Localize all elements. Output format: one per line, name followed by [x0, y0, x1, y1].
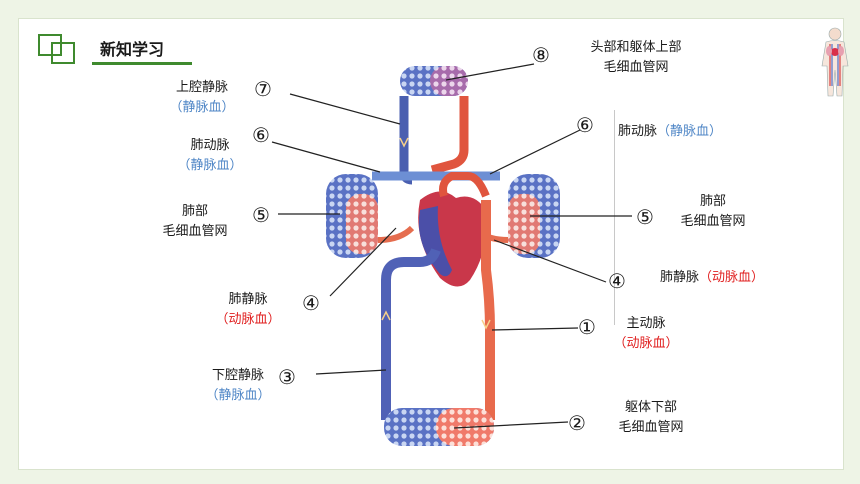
- upper-body-artery: [430, 96, 469, 175]
- label-pv-left-blood: （动脉血）: [215, 312, 281, 327]
- label-ivc-blood: （静脉血）: [205, 388, 271, 403]
- header-squares-icon: [38, 34, 75, 64]
- label-pa-right-blood: （静脉血）: [657, 124, 723, 139]
- label-pv-right-blood: （动脉血）: [699, 270, 765, 285]
- label-left-lung-line1: 肺部: [181, 204, 208, 219]
- label-number-2: ②: [568, 411, 586, 435]
- label-number-5-right: ⑤: [636, 205, 654, 229]
- leader-lines: [271, 63, 632, 429]
- label-number-4-right: ④: [608, 269, 626, 293]
- label-head-capillary: 头部和躯体上部 毛细血管网: [572, 38, 700, 78]
- label-number-5-left: ⑤: [252, 203, 270, 227]
- label-number-6-right: ⑥: [576, 113, 594, 137]
- label-pulmonary-artery-left: 肺动脉 （静脉血）: [168, 136, 252, 176]
- label-pulmonary-vein-left: 肺静脉 （动脉血）: [206, 290, 290, 330]
- label-lower-capillary: 躯体下部 毛细血管网: [606, 398, 696, 438]
- label-svc-blood: （静脉血）: [169, 100, 235, 115]
- label-superior-vena-cava: 上腔静脉 （静脉血）: [160, 78, 244, 118]
- label-number-7: ⑦: [254, 77, 272, 101]
- label-lower-capillary-line1: 躯体下部: [624, 400, 677, 415]
- label-aorta: 主动脉 （动脉血）: [606, 314, 686, 354]
- label-right-lung: 肺部 毛细血管网: [668, 192, 758, 232]
- label-pv-left-name: 肺静脉: [228, 292, 268, 307]
- label-pulmonary-vein-right: 肺静脉（动脉血）: [660, 268, 764, 288]
- label-right-lung-line2: 毛细血管网: [680, 214, 746, 229]
- label-lower-capillary-line2: 毛细血管网: [618, 420, 684, 435]
- pulmonary-vein-left: [377, 225, 415, 243]
- label-head-capillary-line2: 毛细血管网: [603, 60, 669, 75]
- human-body-icon: [821, 27, 849, 97]
- label-head-capillary-line1: 头部和躯体上部: [590, 40, 682, 55]
- divider-line: [614, 110, 615, 325]
- label-pv-right-name: 肺静脉: [660, 270, 700, 285]
- label-pa-left-name: 肺动脉: [190, 138, 230, 153]
- label-pa-left-blood: （静脉血）: [177, 158, 243, 173]
- label-svc-name: 上腔静脉: [175, 80, 228, 95]
- inferior-vena-cava: [381, 248, 441, 420]
- label-aorta-blood: （动脉血）: [613, 336, 679, 351]
- label-left-lung-line2: 毛细血管网: [162, 224, 228, 239]
- label-pa-right-name: 肺动脉: [618, 124, 658, 139]
- page-title: 新知学习: [100, 40, 165, 59]
- label-right-lung-line1: 肺部: [699, 194, 726, 209]
- title-underline: [92, 62, 192, 65]
- label-number-6-left: ⑥: [252, 123, 270, 147]
- label-inferior-vena-cava: 下腔静脉 （静脉血）: [196, 366, 280, 406]
- label-number-8: ⑧: [532, 43, 550, 67]
- label-number-1: ①: [578, 315, 596, 339]
- aorta: [481, 200, 495, 420]
- label-number-4-left: ④: [302, 291, 320, 315]
- label-pulmonary-artery-right: 肺动脉（静脉血）: [618, 122, 722, 142]
- label-aorta-name: 主动脉: [626, 316, 666, 331]
- label-left-lung: 肺部 毛细血管网: [150, 202, 240, 242]
- label-number-3: ③: [278, 365, 296, 389]
- label-ivc-name: 下腔静脉: [211, 368, 264, 383]
